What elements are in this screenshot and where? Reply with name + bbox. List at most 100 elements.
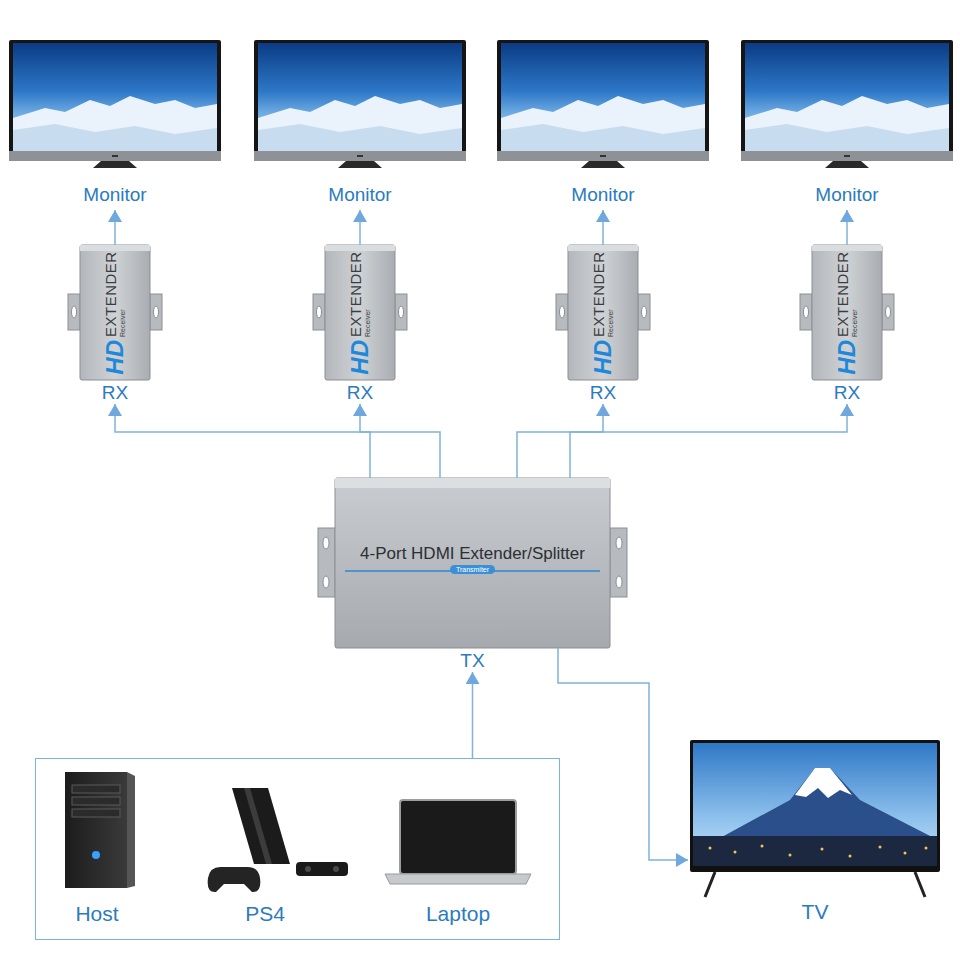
device-label: Host [75, 902, 118, 926]
receiver-print: HD EXTENDERReceiver [348, 251, 372, 374]
print-column: EXTENDERReceiver [835, 251, 858, 337]
mount-hole [323, 576, 329, 588]
tv-node: TV [688, 738, 942, 928]
device-label: RX [834, 382, 860, 404]
connector [517, 404, 603, 478]
source-device: Laptop [383, 766, 533, 930]
tv-icon [690, 740, 940, 897]
tower-side [127, 772, 135, 888]
console-body [232, 788, 290, 864]
badge-text: Transmiter [450, 565, 495, 574]
connector [114, 210, 116, 245]
print-column: EXTENDERReceiver [103, 251, 126, 337]
source-group: Host PS4 Laptop [35, 758, 560, 940]
model-text: EXTENDER [103, 251, 119, 337]
print-column: EXTENDERReceiver [348, 251, 371, 337]
monitor-icon [497, 40, 709, 168]
connector [558, 648, 688, 860]
power-light [92, 851, 100, 859]
drive-bay [72, 785, 120, 793]
receiver-body: HD EXTENDERReceiver [812, 245, 882, 380]
device-label: RX [102, 382, 128, 404]
ps4-icon [208, 788, 348, 892]
receiver-housing [313, 245, 407, 380]
transmitter-box: 4-Port HDMI Extender/SplitterTransmiterT… [335, 478, 610, 672]
type-text: Receiver [119, 251, 127, 337]
transmitter-case [335, 478, 610, 648]
receiver-housing [68, 245, 162, 380]
receiver-print: HD EXTENDERReceiver [835, 251, 859, 374]
monitor-icon [741, 40, 953, 168]
model-text: EXTENDER [591, 251, 607, 337]
type-text: Receiver [607, 251, 615, 337]
monitor-node: Monitor [253, 38, 467, 210]
device-label: Monitor [328, 184, 391, 206]
receiver-box: HDEXTENDERReceiverRX [563, 245, 643, 404]
transmitter-housing [318, 478, 627, 648]
monitor-icon [9, 40, 221, 168]
receiver-body: HDEXTENDERReceiver [568, 245, 638, 380]
transmitter-body: 4-Port HDMI Extender/SplitterTransmiter [335, 478, 610, 648]
tower-front [65, 772, 127, 888]
device-label: Laptop [426, 902, 490, 926]
monitor-node: Monitor [740, 38, 954, 210]
device-label: Monitor [83, 184, 146, 206]
laptop-icon [385, 800, 531, 884]
snow-cap [795, 768, 852, 798]
connector [115, 404, 370, 478]
receiver-box: HDEXTENDERReceiverRX [75, 245, 155, 404]
connector [360, 404, 440, 478]
connector [472, 672, 474, 758]
connectors [115, 210, 847, 860]
device-label: TV [802, 900, 829, 924]
device-label: RX [347, 382, 373, 404]
connector [846, 210, 848, 245]
model-text: EXTENDER [348, 251, 364, 337]
laptop-base [385, 874, 531, 884]
monitor-icon [254, 40, 466, 168]
mount-hole [323, 537, 329, 549]
receiver-print: HDEXTENDERReceiver [591, 251, 615, 374]
drive-bay [72, 809, 120, 817]
source-device: PS4 [195, 766, 335, 930]
receiver-box: HD EXTENDERReceiverRX [807, 245, 887, 404]
device-label: PS4 [245, 902, 285, 926]
tv-bezel [690, 740, 940, 872]
mount-hole [616, 537, 622, 549]
camera-lens [305, 866, 311, 872]
receiver-print: HDEXTENDERReceiver [103, 251, 127, 374]
mount-hole [616, 576, 622, 588]
mount-fuji [720, 768, 934, 838]
logo-text: HD [348, 340, 372, 375]
device-label: Monitor [571, 184, 634, 206]
source-device: Host [47, 766, 147, 930]
device-label: TX [460, 650, 484, 672]
logo-text: HD [835, 340, 859, 375]
monitor-node: Monitor [496, 38, 710, 210]
controller [208, 867, 261, 892]
mount-ear [318, 528, 335, 597]
product-title: 4-Port HDMI Extender/Splitter [360, 544, 585, 564]
drive-bay [72, 797, 120, 805]
mount-ear [610, 528, 627, 597]
connector [602, 210, 604, 245]
camera-bar [296, 862, 348, 876]
receiver-body: HDEXTENDERReceiver [80, 245, 150, 380]
host-icon [65, 772, 135, 888]
model-text: EXTENDER [835, 251, 851, 337]
print-column: EXTENDERReceiver [591, 251, 614, 337]
town-lights [709, 845, 928, 858]
receiver-body: HD EXTENDERReceiver [325, 245, 395, 380]
receiver-housing [556, 245, 650, 380]
transmitter-top [335, 478, 610, 488]
connector [570, 404, 847, 478]
device-label: RX [590, 382, 616, 404]
monitor-node: Monitor [8, 38, 222, 210]
console-stripe [244, 788, 272, 864]
device-label: Monitor [815, 184, 878, 206]
camera-lens [333, 866, 339, 872]
receiver-housing [800, 245, 894, 380]
